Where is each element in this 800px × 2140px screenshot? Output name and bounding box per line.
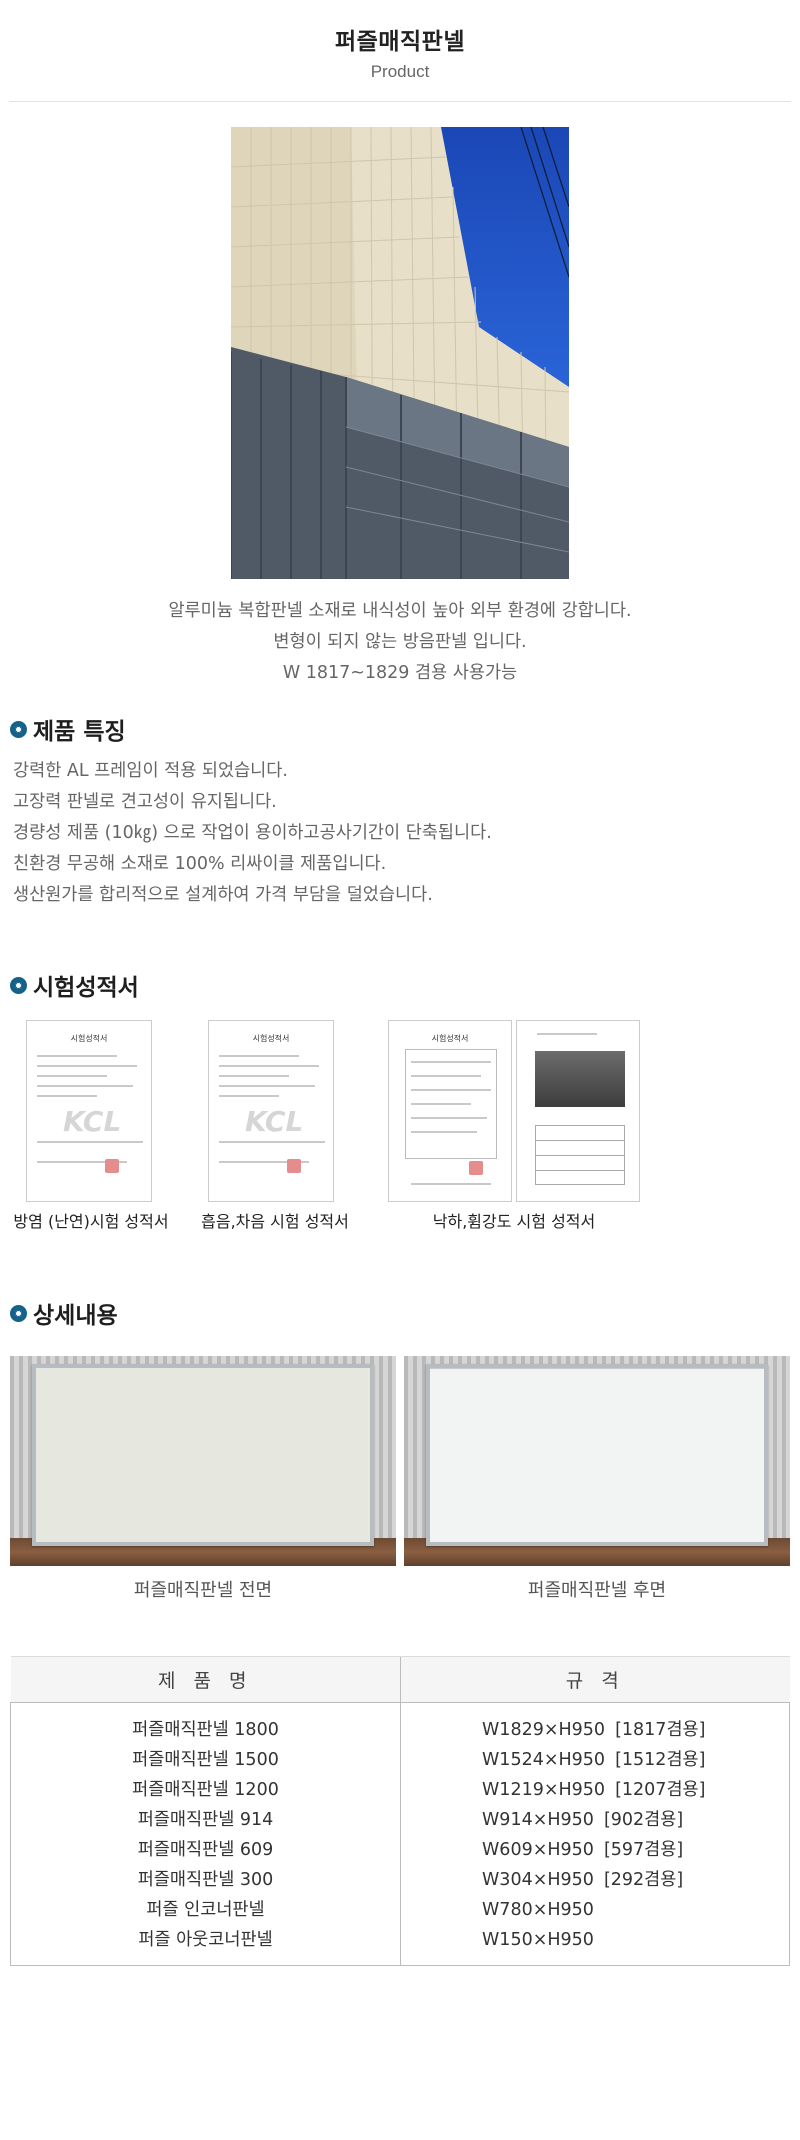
- spec-name: 퍼즐 아웃코너판넬: [138, 1930, 273, 1950]
- report-doc-heading: 시험성적서: [70, 1034, 108, 1043]
- page-subtitle: Product: [370, 62, 430, 81]
- feature-item: 생산원가를 합리적으로 설계하여 가격 부담을 덜었습니다.: [13, 885, 433, 905]
- front-panel-photo: [10, 1356, 396, 1566]
- seal-stamp-icon: [105, 1159, 119, 1173]
- spec-size-row: W1829×H950[1817겸용]: [482, 1720, 706, 1740]
- spec-header-size: 규 격: [400, 1656, 790, 1703]
- feature-item: 경량성 제품 (10㎏) 으로 작업이 용이하고공사기간이 단축됩니다.: [13, 823, 492, 843]
- features-title: 제품 특징: [33, 719, 126, 745]
- spec-name: 퍼즐매직판넬 609: [137, 1840, 274, 1860]
- feature-item: 고장력 판넬로 견고성이 유지됩니다.: [13, 792, 277, 812]
- report-document-sound[interactable]: 시험성적서 KCL: [208, 1020, 334, 1202]
- spec-size-row: W780×H950: [482, 1900, 594, 1920]
- report-document-strength-2[interactable]: [516, 1020, 640, 1202]
- product-description: 알루미늄 복합판넬 소재로 내식성이 높아 외부 환경에 강합니다. 변형이 되…: [0, 596, 800, 689]
- seal-stamp-icon: [469, 1161, 483, 1175]
- page-header: 퍼즐매직판넬 Product: [9, 0, 791, 102]
- report-watermark: KCL: [245, 1105, 304, 1138]
- report-caption: 낙하,휨강도 시험 성적서: [432, 1212, 596, 1231]
- spec-name: 퍼즐매직판넬 1800: [132, 1720, 279, 1740]
- bullet-circle-icon: [10, 1304, 27, 1322]
- report-doc-heading: 시험성적서: [431, 1034, 469, 1043]
- feature-item: 강력한 AL 프레임이 적용 되었습니다.: [13, 761, 288, 781]
- page-title: 퍼즐매직판넬: [335, 29, 465, 55]
- spec-size-row: W1524×H950[1512겸용]: [482, 1750, 706, 1770]
- results-grid: [535, 1125, 625, 1185]
- spec-size-row: W150×H950: [482, 1930, 594, 1950]
- description-line: W 1817~1829 겸용 사용가능: [282, 663, 518, 683]
- spec-name: 퍼즐매직판넬 914: [137, 1810, 274, 1830]
- test-photo-image: [535, 1051, 625, 1107]
- spec-name: 퍼즐매직판넬 1200: [132, 1780, 279, 1800]
- description-line: 변형이 되지 않는 방음판넬 입니다.: [273, 632, 527, 652]
- feature-item: 친환경 무공해 소재로 100% 리싸이클 제품입니다.: [13, 854, 387, 874]
- features-list: 강력한 AL 프레임이 적용 되었습니다. 고장력 판넬로 견고성이 유지됩니다…: [13, 756, 492, 911]
- spec-name: 퍼즐 인코너판넬: [146, 1900, 265, 1920]
- details-title: 상세내용: [33, 1303, 118, 1329]
- back-photo-caption: 퍼즐매직판넬 후면: [527, 1580, 667, 1601]
- reports-heading: 시험성적서: [10, 968, 139, 1002]
- building-panel-illustration: [231, 127, 569, 579]
- features-heading: 제품 특징: [10, 712, 126, 746]
- spec-header-name: 제 품 명: [10, 1656, 401, 1703]
- spec-name: 퍼즐매직판넬 1500: [132, 1750, 279, 1770]
- spec-sizes-cell: W1829×H950[1817겸용] W1524×H950[1512겸용] W1…: [400, 1702, 790, 1966]
- report-watermark: KCL: [63, 1105, 122, 1138]
- bullet-circle-icon: [10, 976, 27, 994]
- hero-product-photo: [231, 127, 569, 579]
- spec-names-cell: 퍼즐매직판넬 1800 퍼즐매직판넬 1500 퍼즐매직판넬 1200 퍼즐매직…: [10, 1702, 401, 1966]
- back-panel-photo: [404, 1356, 790, 1566]
- reports-title: 시험성적서: [33, 975, 139, 1001]
- spec-table: 제 품 명 규 격 퍼즐매직판넬 1800 퍼즐매직판넬 1500 퍼즐매직판넬…: [10, 1656, 790, 1966]
- report-document-strength-1[interactable]: 시험성적서: [388, 1020, 512, 1202]
- spec-size-row: W609×H950[597겸용]: [482, 1840, 684, 1860]
- front-photo-caption: 퍼즐매직판넬 전면: [133, 1580, 273, 1601]
- report-doc-heading: 시험성적서: [252, 1034, 290, 1043]
- spec-size-row: W1219×H950[1207겸용]: [482, 1780, 706, 1800]
- description-line: 알루미늄 복합판넬 소재로 내식성이 높아 외부 환경에 강합니다.: [168, 601, 632, 621]
- report-caption: 방염 (난연)시험 성적서: [13, 1212, 169, 1231]
- report-document-fire[interactable]: 시험성적서 KCL: [26, 1020, 152, 1202]
- spec-name: 퍼즐매직판넬 300: [137, 1870, 274, 1890]
- bullet-circle-icon: [10, 720, 27, 738]
- spec-size-row: W304×H950[292겸용]: [482, 1870, 684, 1890]
- report-caption: 흡음,차음 시험 성적서: [201, 1212, 349, 1231]
- spec-size-row: W914×H950[902겸용]: [482, 1810, 684, 1830]
- seal-stamp-icon: [287, 1159, 301, 1173]
- details-heading: 상세내용: [10, 1296, 118, 1330]
